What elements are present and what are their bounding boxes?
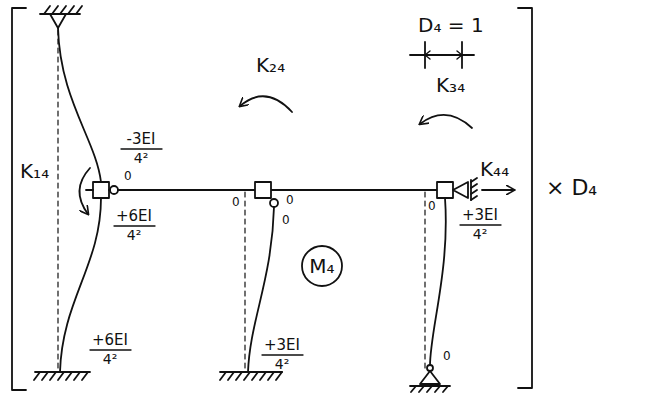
moment-denominator: 4² (103, 352, 118, 367)
stiffness-label: K₁₄ (20, 160, 49, 182)
diagram-tag-circle: M₄ (300, 244, 344, 288)
zero-moment: 0 (286, 194, 294, 207)
moment-denominator: 4² (127, 228, 142, 243)
moment-numerator: +3EI (462, 207, 498, 224)
zero-moment: 0 (428, 200, 436, 213)
moment-numerator: -3EI (127, 131, 156, 148)
moment-numerator: +6EI (92, 332, 128, 349)
zero-moment: 0 (232, 196, 240, 209)
zero-moment: 0 (282, 214, 290, 227)
displacement-label: D₄ = 1 (418, 14, 484, 36)
multiplier-label: × D₄ (546, 176, 597, 200)
moment-denominator: 4² (134, 151, 149, 166)
zero-moment: 0 (443, 350, 451, 363)
stiffness-label: K₂₄ (256, 54, 285, 76)
stiffness-label: K₄₄ (480, 158, 509, 180)
diagram-tag: M₄ (309, 254, 334, 278)
moment-denominator: 4² (275, 357, 290, 372)
moment-denominator: 4² (473, 227, 488, 242)
moment-numerator: +3EI (264, 337, 300, 354)
zero-moment: 0 (124, 170, 132, 183)
moment-numerator: +6EI (116, 208, 152, 225)
stiffness-label: K₃₄ (436, 74, 465, 96)
